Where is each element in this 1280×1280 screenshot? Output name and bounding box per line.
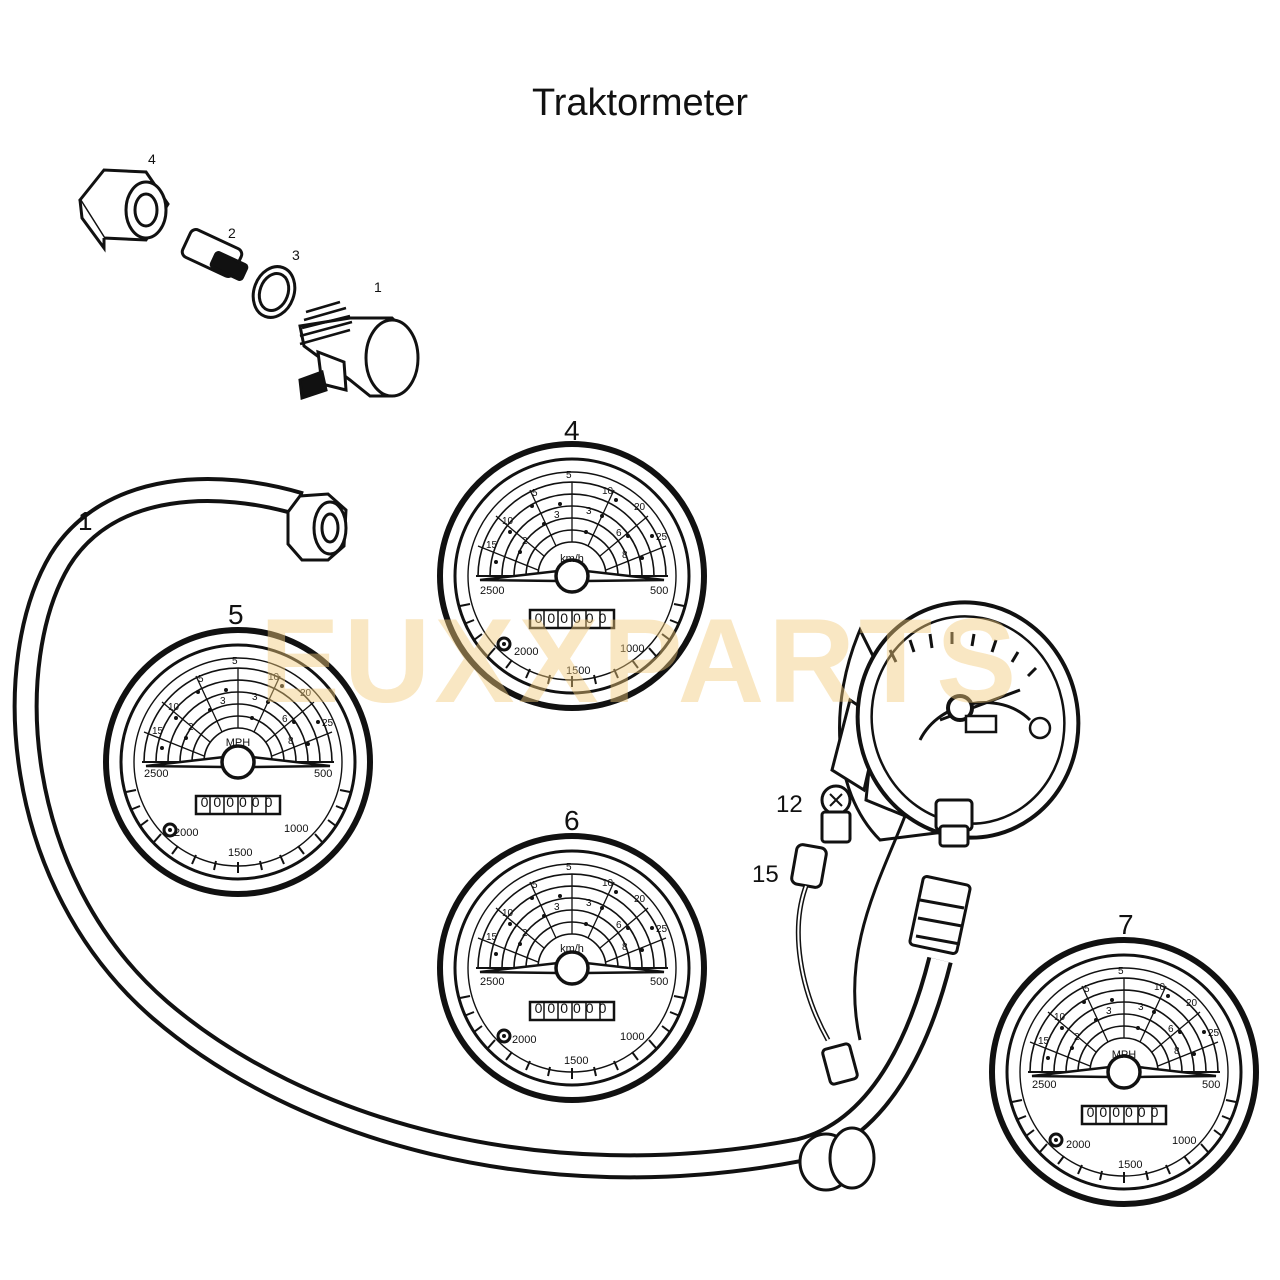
callout-gauge-7: 7	[1118, 909, 1134, 940]
gauge-7-rpm-left: 2500	[1032, 1079, 1056, 1091]
fitting-assembly	[78, 168, 420, 401]
gauge-4-odometer: 000000	[535, 610, 612, 626]
callout-cable-1: 1	[78, 506, 92, 536]
hex-nut-part-4	[78, 168, 170, 253]
gauge-5-rpm-1000: 1000	[284, 823, 308, 835]
ring-part-3	[251, 265, 297, 319]
callout-top-3: 3	[292, 247, 300, 263]
gauge-4-rpm-1500: 1500	[566, 665, 590, 677]
cable-grommet	[798, 1126, 876, 1192]
gauge-housing	[830, 600, 1081, 1041]
page-title: Traktormeter	[531, 82, 749, 124]
gauge-5-odometer: 000000	[201, 794, 278, 810]
watermark-logo: EUXXPARTS	[260, 594, 1021, 728]
gauge-4-rpm-1000: 1000	[620, 643, 644, 655]
insert-part-2	[180, 228, 249, 281]
gauge-5-rpm-right: 500	[314, 768, 332, 780]
callouts: 4 2 3 1 1 4 5 6 7 12 15	[78, 151, 1134, 940]
cable-ferrule	[908, 875, 972, 955]
gauge-7-rpm-2000: 2000	[1066, 1139, 1090, 1151]
gauge-6-rpm-left: 2500	[480, 976, 504, 988]
gauge-5-mph: MPH 000000 2500 500 2000 1000 1500	[106, 630, 370, 894]
callout-gauge-4: 4	[564, 415, 580, 446]
cable-nut	[286, 492, 348, 562]
callout-gauge-5: 5	[228, 599, 244, 630]
gauge-6-rpm-1000: 1000	[620, 1031, 644, 1043]
gauge-7-rpm-right: 500	[1202, 1079, 1220, 1091]
callout-top-2: 2	[228, 225, 236, 241]
gauge-5-rpm-1500: 1500	[228, 847, 252, 859]
gauge-7-rpm-1500: 1500	[1118, 1159, 1142, 1171]
gauge-6-kmh: km/h 000000 2500 500 2000 1000 1500	[440, 836, 704, 1100]
housing-connector	[934, 798, 974, 848]
angle-drive-part-1	[298, 300, 420, 401]
gauge-5-rpm-left: 2500	[144, 768, 168, 780]
callout-top-1: 1	[374, 279, 382, 295]
gauge-4-rpm-left: 2500	[480, 585, 504, 597]
callout-part-12: 12	[776, 791, 803, 818]
gauge-4-unit: km/h	[560, 553, 584, 565]
gauge-5-unit: MPH	[226, 737, 251, 749]
gauge-6-rpm-1500: 1500	[564, 1055, 588, 1067]
gauge-7-mph: MPH 000000 2500 500 2000 1000 1500	[992, 940, 1256, 1204]
gauge-7-unit: MPH	[1112, 1049, 1137, 1061]
gauge-6-unit: km/h	[560, 943, 584, 955]
gauge-7-rpm-1000: 1000	[1172, 1135, 1196, 1147]
gauge-6-odometer: 000000	[535, 1000, 612, 1016]
gauge-6-rpm-right: 500	[650, 976, 668, 988]
gauge-4-kmh: km/h 000000 2500 500 2000 1000 1500	[440, 444, 704, 708]
callout-top-4: 4	[148, 151, 156, 167]
gauge-4-rpm-2000: 2000	[514, 646, 538, 658]
callout-gauge-6: 6	[564, 805, 580, 836]
gauge-6-rpm-2000: 2000	[512, 1034, 536, 1046]
socket-part-15	[790, 843, 859, 1086]
gauge-5-rpm-2000: 2000	[174, 827, 198, 839]
bulb-part-12	[820, 784, 852, 844]
gauge-7-odometer: 000000	[1087, 1104, 1164, 1120]
speedometer-cable-part-1	[12, 477, 972, 1192]
callout-part-15: 15	[752, 861, 779, 888]
gauge-4-rpm-right: 500	[650, 585, 668, 597]
